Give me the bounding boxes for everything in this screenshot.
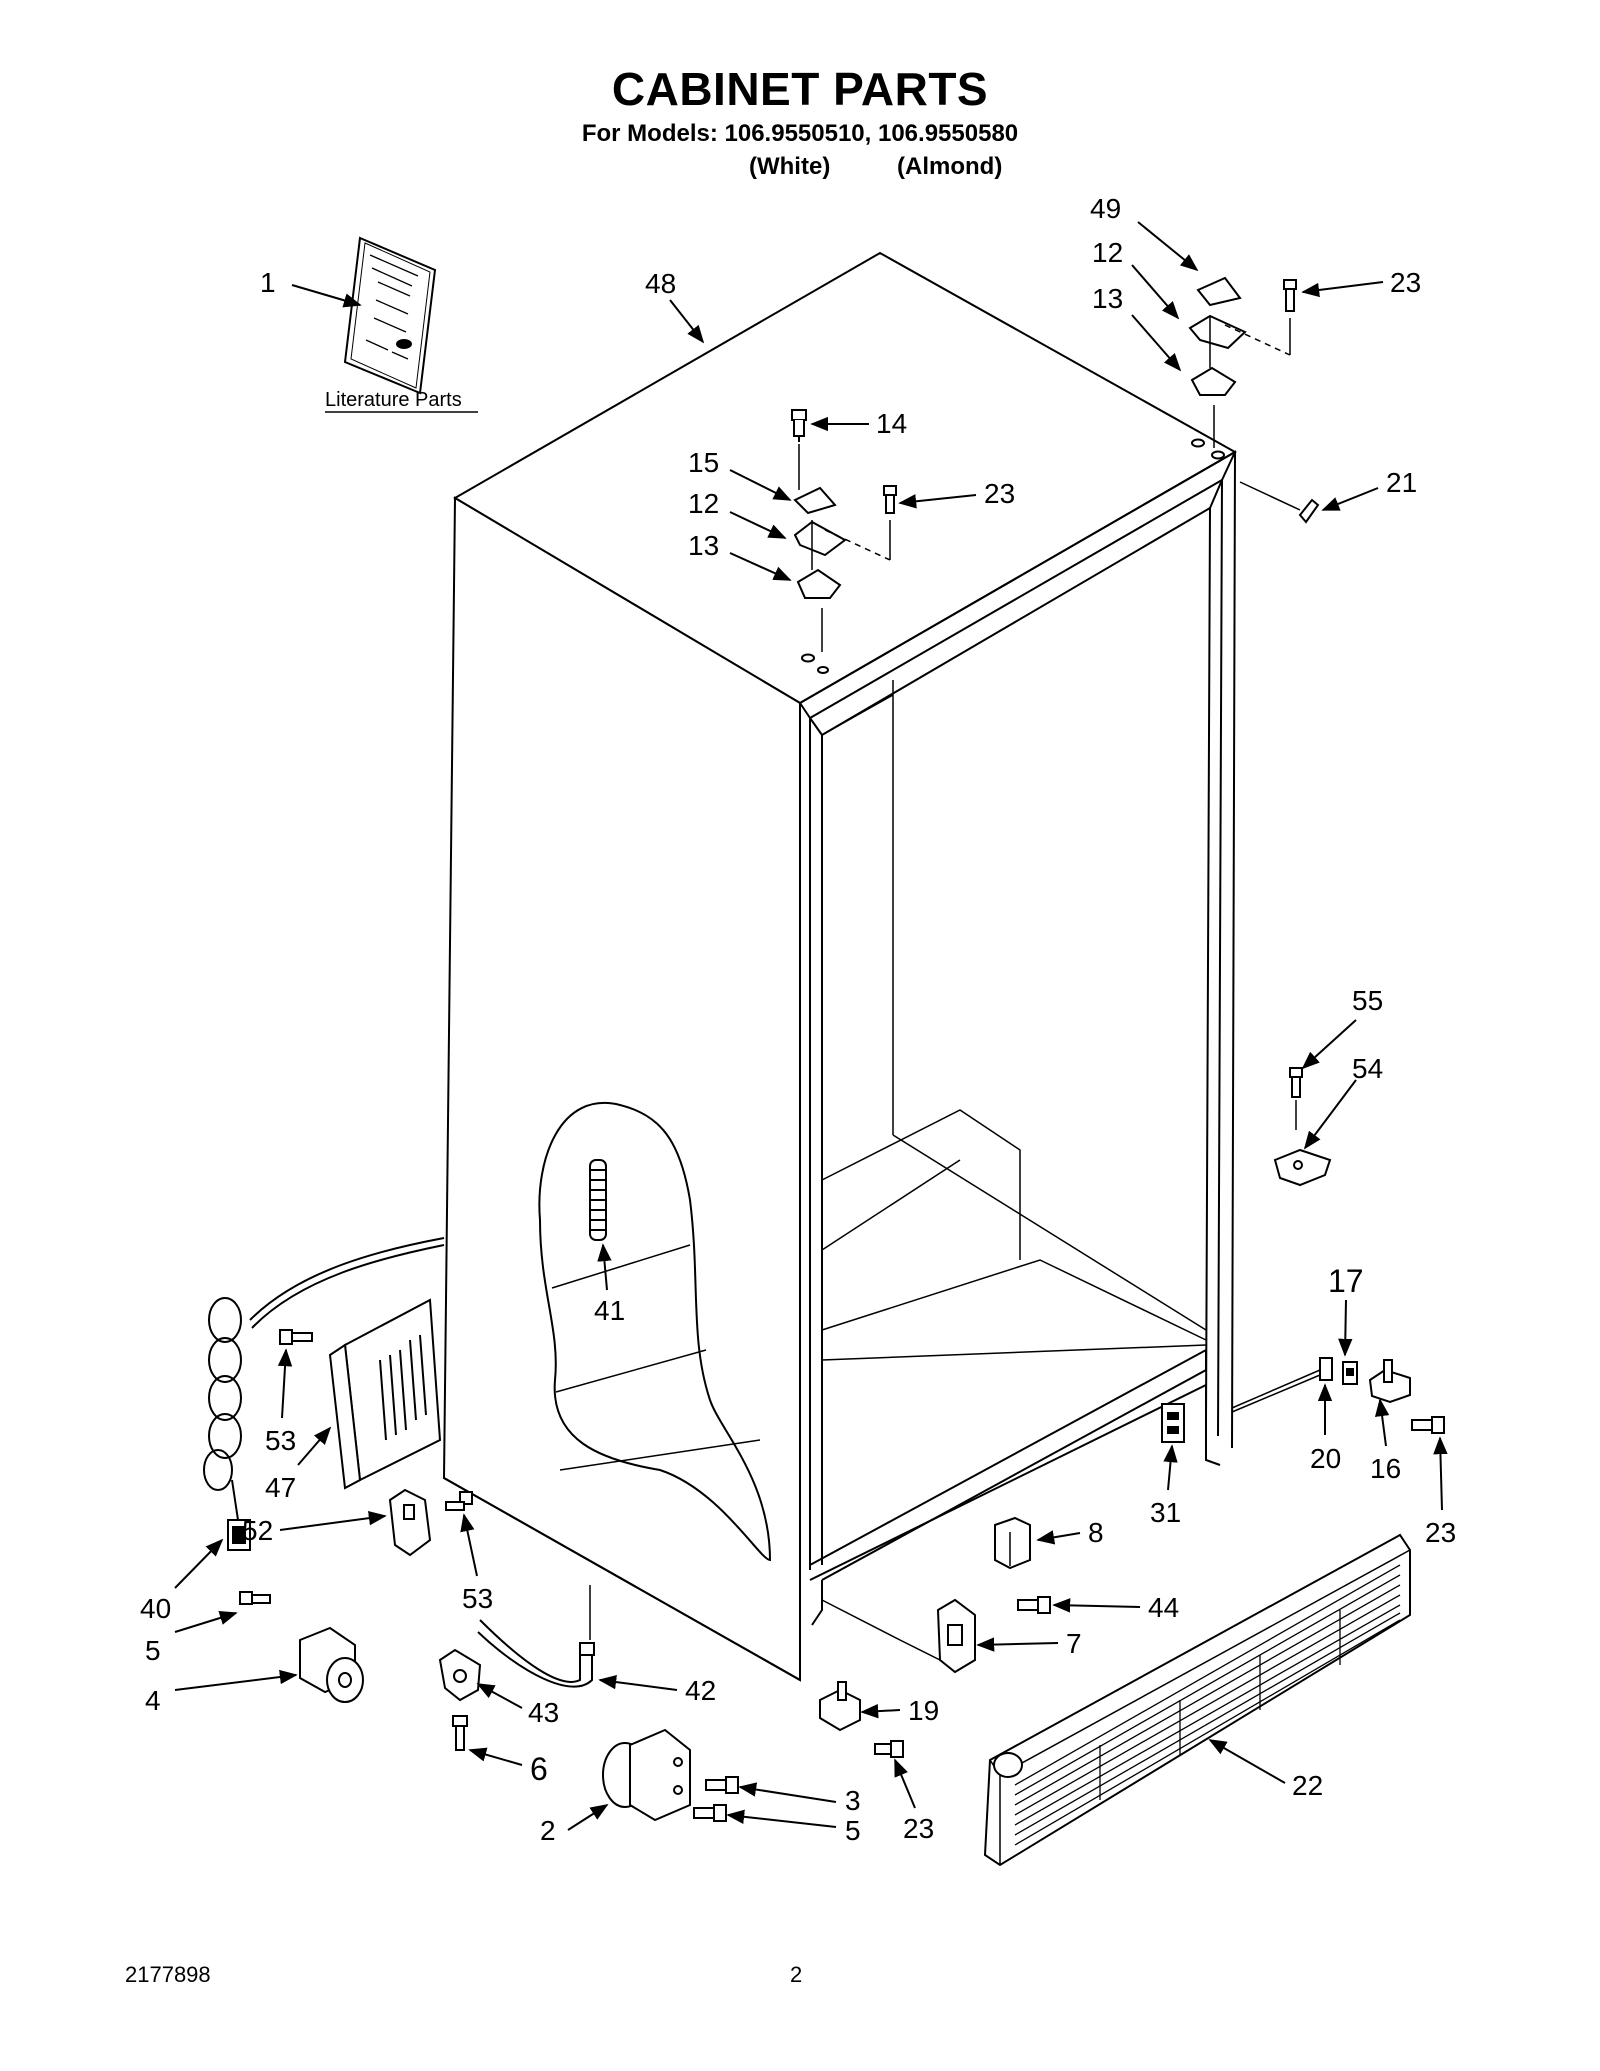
callout-labels: 1 48 49 12 13 23 14 15 12 23 13 21 55 54… — [140, 193, 1456, 1846]
control-box-47 — [328, 1298, 442, 1490]
roller-4-icon — [299, 1626, 364, 1703]
callout-12-right: 12 — [1092, 237, 1123, 268]
literature-parts-label: Literature Parts — [325, 389, 462, 411]
grille-22 — [983, 1533, 1411, 1867]
literature-booklet — [325, 236, 478, 413]
bracket-52-icon — [388, 1488, 432, 1557]
models-line: For Models: 106.9550510, 106.9550580 — [581, 120, 1019, 147]
callout-3: 3 — [845, 1785, 861, 1816]
screw-23-right-lower-icon — [1411, 1416, 1445, 1434]
condenser-coil-41 — [589, 1159, 607, 1241]
callout-7: 7 — [1066, 1628, 1082, 1659]
callout-49: 49 — [1090, 193, 1121, 224]
screw-6-icon — [452, 1715, 468, 1751]
callout-52: 52 — [242, 1515, 273, 1546]
callout-43: 43 — [528, 1697, 559, 1728]
power-cord-40 — [203, 1237, 445, 1551]
callout-53-upper: 53 — [265, 1425, 296, 1456]
page-title: CABINET PARTS — [611, 63, 989, 115]
clamp-43-icon — [438, 1648, 482, 1702]
screw-3-icon — [705, 1776, 739, 1794]
callout-19: 19 — [908, 1695, 939, 1726]
callout-31: 31 — [1150, 1497, 1181, 1528]
callout-23-center: 23 — [984, 478, 1015, 509]
bracket-19-icon — [819, 1681, 861, 1732]
callout-5-left: 5 — [145, 1635, 161, 1666]
callout-15: 15 — [688, 447, 719, 478]
callout-22: 22 — [1292, 1770, 1323, 1801]
callout-21: 21 — [1386, 467, 1417, 498]
switch-31-icon — [1161, 1403, 1185, 1443]
callout-53-lower: 53 — [462, 1583, 493, 1614]
callout-8: 8 — [1088, 1517, 1104, 1548]
callout-54: 54 — [1352, 1053, 1383, 1084]
doc-number: 2177898 — [125, 1962, 211, 1987]
upper-hinge-right — [1188, 276, 1297, 448]
screw-53-lower-icon — [445, 1491, 473, 1511]
callout-13-center: 13 — [688, 530, 719, 561]
tube-42 — [477, 1585, 595, 1688]
callout-14: 14 — [876, 408, 907, 439]
color-almond: (Almond) — [897, 153, 1003, 180]
callout-23-right-lower: 23 — [1425, 1517, 1456, 1548]
callout-48: 48 — [645, 268, 676, 299]
leader-arrows — [174, 221, 1448, 1831]
callout-47: 47 — [265, 1472, 296, 1503]
switch-8-icon — [994, 1516, 1031, 1570]
callout-42: 42 — [685, 1675, 716, 1706]
bracket-7-icon — [936, 1598, 976, 1674]
screw-55-icon — [1289, 1067, 1303, 1130]
screw-5-lower-icon — [693, 1804, 727, 1822]
callout-5-lower: 5 — [845, 1815, 861, 1846]
screw-23-right-top-icon — [1283, 279, 1297, 312]
upper-hinge-center — [791, 409, 897, 652]
side-cutaway — [538, 1102, 772, 1562]
page-number: 2 — [790, 1962, 803, 1987]
screw-5-left-icon — [239, 1591, 271, 1605]
screw-14-icon — [791, 409, 807, 442]
clip-21 — [1239, 481, 1320, 524]
callout-23-lower: 23 — [903, 1813, 934, 1844]
callout-20: 20 — [1310, 1443, 1341, 1474]
callout-41: 41 — [594, 1295, 625, 1326]
bracket-54-icon — [1273, 1148, 1332, 1187]
screw-23-lower-icon — [874, 1740, 904, 1758]
screw-53-upper-icon — [279, 1329, 313, 1345]
callout-55: 55 — [1352, 985, 1383, 1016]
roller-2-icon — [602, 1728, 691, 1822]
screw-44-icon — [1017, 1596, 1051, 1614]
callout-13-right: 13 — [1092, 283, 1123, 314]
callout-1: 1 — [260, 267, 276, 298]
callout-23-top-right: 23 — [1390, 267, 1421, 298]
callout-12-center: 12 — [688, 488, 719, 519]
callout-6: 6 — [530, 1751, 548, 1787]
callout-4: 4 — [145, 1685, 161, 1716]
screw-23-center-icon — [883, 485, 897, 514]
callout-17: 17 — [1328, 1263, 1364, 1299]
callout-16: 16 — [1370, 1453, 1401, 1484]
color-white: (White) — [749, 153, 831, 180]
callout-44: 44 — [1148, 1592, 1179, 1623]
callout-40: 40 — [140, 1593, 171, 1624]
callout-2: 2 — [540, 1815, 556, 1846]
cabinet-48 — [442, 251, 1238, 1682]
lower-hinge-right — [1231, 1357, 1411, 1413]
